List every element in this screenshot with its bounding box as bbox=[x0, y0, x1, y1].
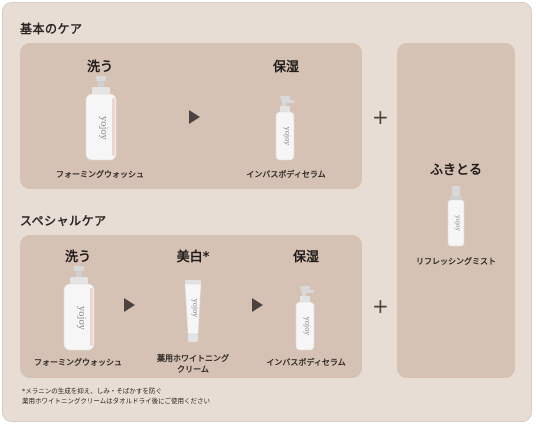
body-serum-bottle-icon: yojoy bbox=[295, 286, 315, 351]
whitening-cream-line1: 薬用ホワイトニング bbox=[157, 354, 229, 363]
whitening-cream-line2: クリーム bbox=[177, 365, 209, 374]
plus-icon: + bbox=[372, 294, 389, 318]
special-product-foaming-wash: フォーミングウォッシュ bbox=[34, 358, 122, 367]
wipe-step: ふきとる bbox=[429, 163, 482, 178]
footnote-usage: 薬用ホワイトニングクリームはタオルドライ後にご使用ください bbox=[22, 397, 211, 405]
basic-product-body-serum: インバスボディセラム bbox=[246, 170, 326, 179]
bottle-brand-text: yojoy bbox=[76, 305, 86, 331]
bottle-brand-text: yojoy bbox=[98, 115, 108, 141]
footnote-whitening: *メラニンの生成を抑え、しみ・そばかすを防ぐ bbox=[22, 387, 162, 395]
whitening-cream-tube-icon: yojoy bbox=[184, 280, 202, 343]
body-serum-bottle-icon: yojoy bbox=[275, 96, 295, 161]
basic-step-wash: 洗う bbox=[86, 60, 113, 75]
special-product-body-serum: インバスボディセラム bbox=[266, 358, 346, 367]
special-step-wash: 洗う bbox=[64, 250, 91, 265]
special-arrow-icon-2 bbox=[252, 298, 263, 312]
special-arrow-icon-1 bbox=[124, 298, 135, 312]
basic-arrow-icon bbox=[189, 110, 200, 124]
plus-icon: + bbox=[372, 105, 389, 129]
basic-product-foaming-wash: フォーミングウォッシュ bbox=[56, 170, 144, 179]
special-step-moisturize: 保湿 bbox=[292, 250, 319, 265]
bottle-brand-text: yojoy bbox=[454, 214, 461, 231]
special-product-whitening-cream: 薬用ホワイトニング クリーム bbox=[143, 353, 243, 375]
bottle-brand-text: yojoy bbox=[303, 316, 311, 336]
basic-care-title: 基本のケア bbox=[20, 22, 83, 36]
special-care-title: スペシャルケア bbox=[20, 214, 107, 228]
bottle-brand-text: yojoy bbox=[283, 126, 291, 146]
wipe-product-refreshing-mist: リフレッシングミスト bbox=[416, 257, 496, 266]
basic-step-moisturize: 保湿 bbox=[272, 60, 299, 75]
refreshing-mist-bottle-icon: yojoy bbox=[447, 186, 465, 247]
tube-brand-text: yojoy bbox=[191, 298, 199, 318]
foaming-wash-bottle-icon: yojoy bbox=[63, 266, 95, 351]
special-step-whitening: 美白* bbox=[176, 250, 210, 265]
foaming-wash-bottle-icon: yojoy bbox=[85, 76, 117, 161]
